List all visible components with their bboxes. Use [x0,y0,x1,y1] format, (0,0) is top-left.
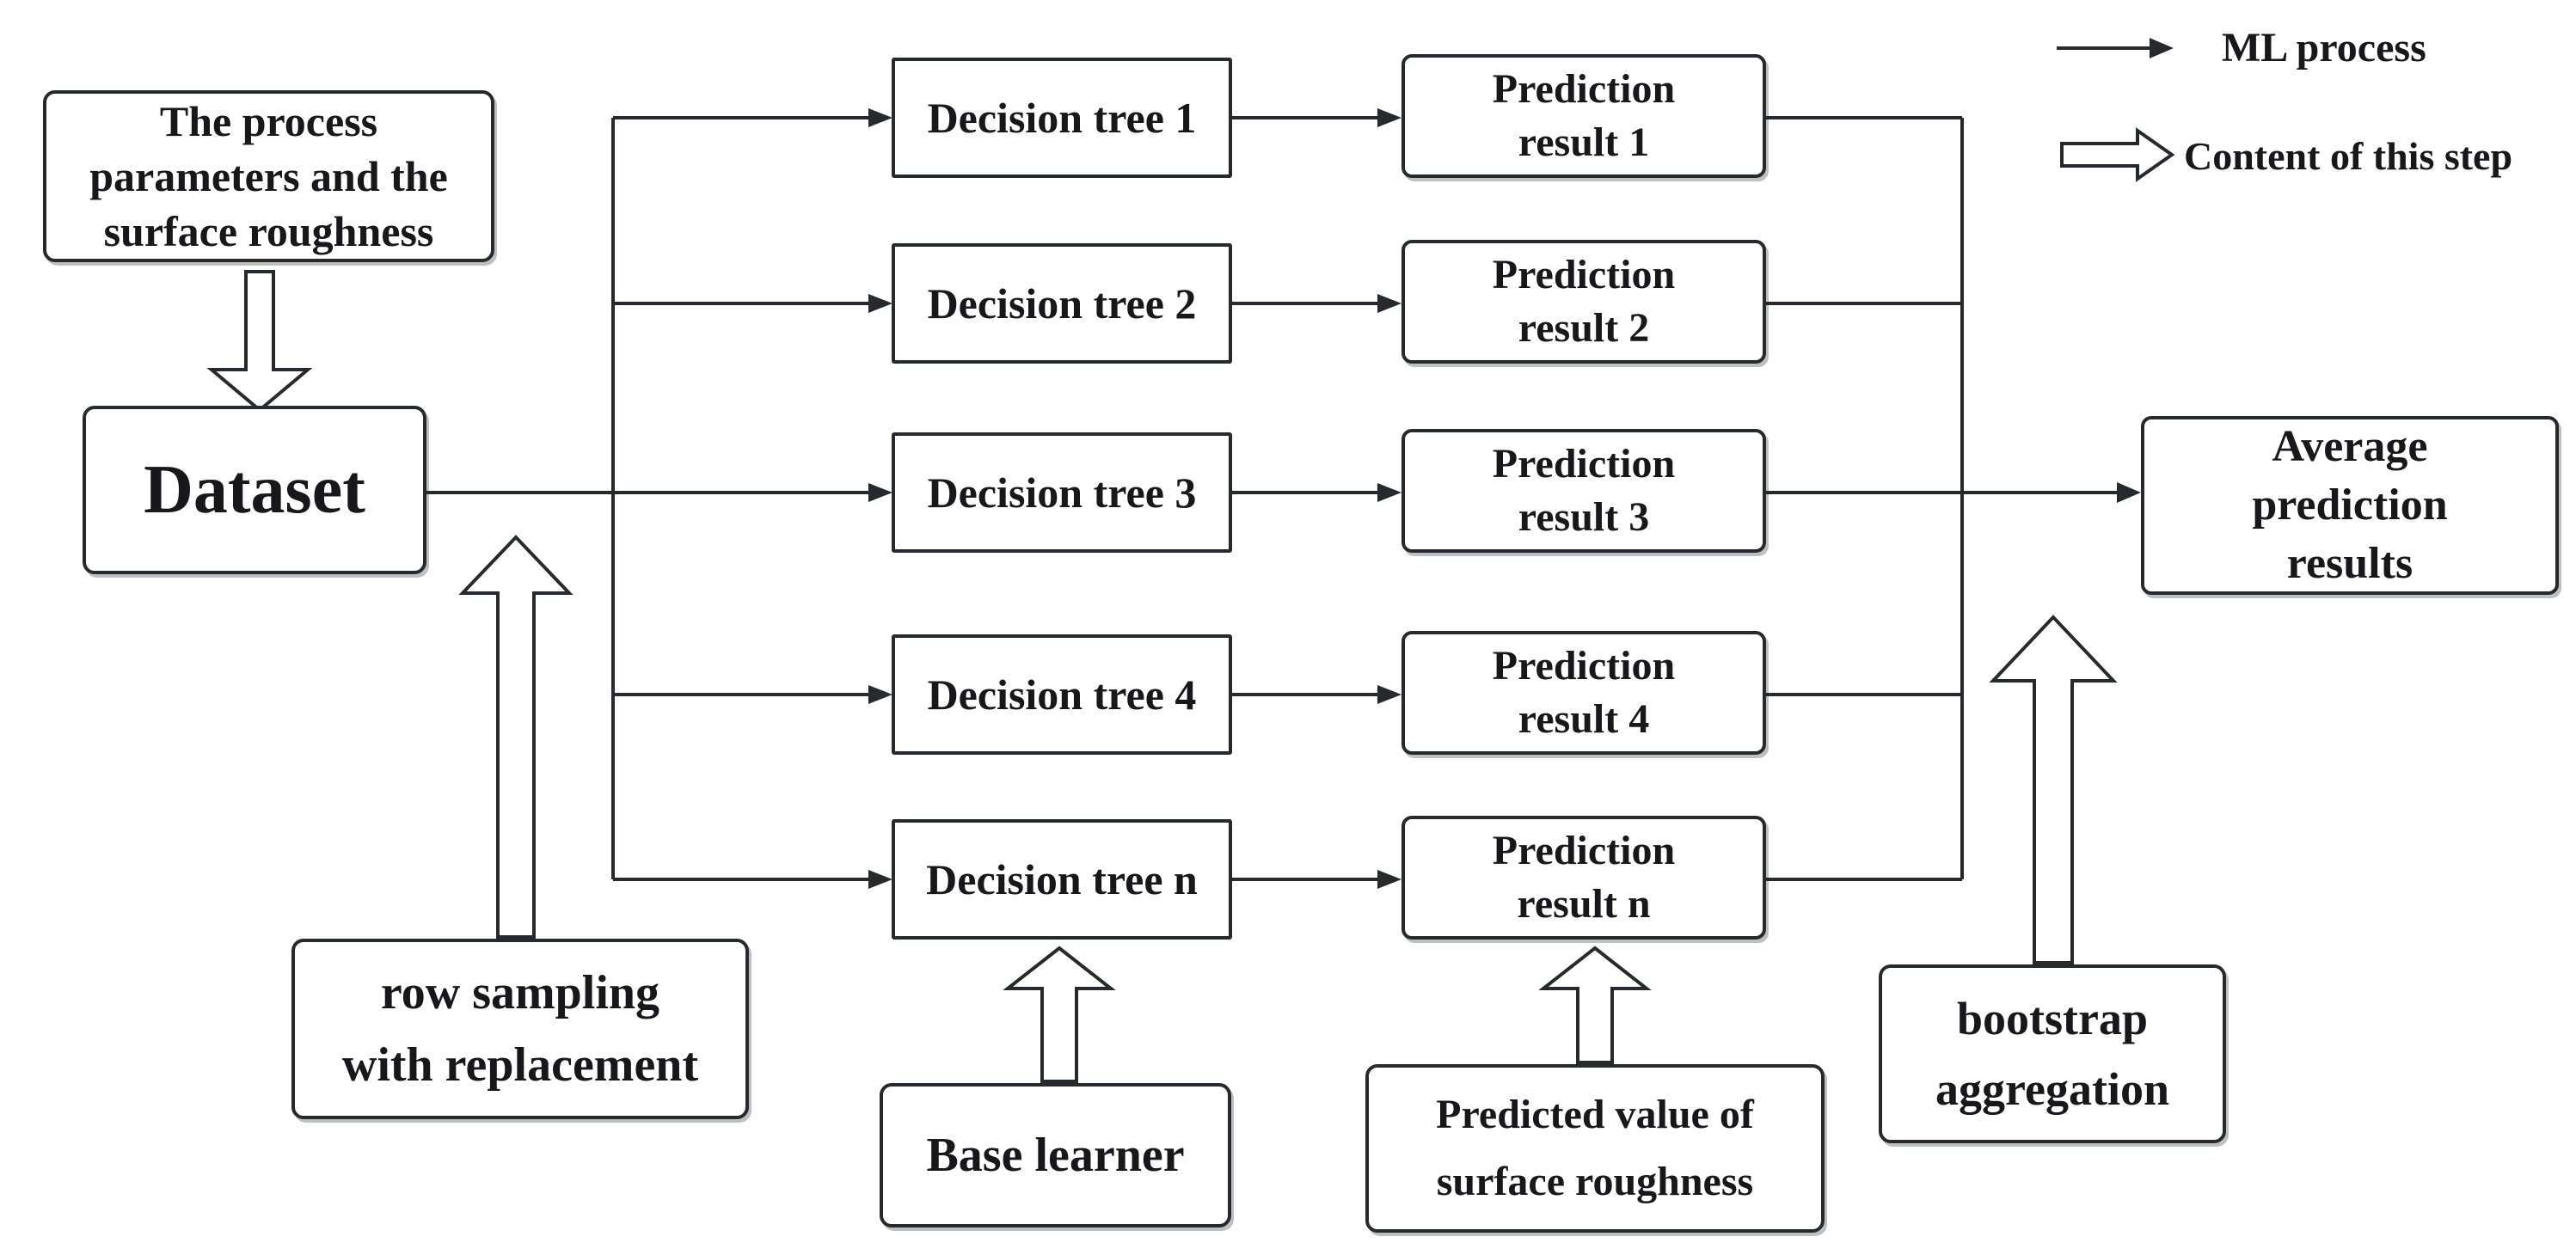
arrowhead-tree-2 [868,294,892,313]
node-average-prediction-results: Average prediction results [2141,416,2559,595]
node-decision-tree-n: Decision tree n [892,819,1232,940]
node-decision-tree-3: Decision tree 3 [892,432,1232,553]
arrowhead-tree-4 [868,685,892,704]
arrowhead-result-1 [1377,108,1401,127]
node-prediction-result-2: Prediction result 2 [1401,240,1766,364]
arrowhead-result-4 [1377,685,1401,704]
hollow-arrow-base-learner-icon [1003,946,1116,1083]
legend-ml-process-arrowhead [2150,38,2174,58]
legend-ml-process-label: ML process [2222,25,2426,70]
arrowhead-result-n [1377,870,1401,889]
node-decision-tree-1: Decision tree 1 [892,58,1232,178]
node-decision-tree-2: Decision tree 2 [892,243,1232,364]
arrowhead-tree-1 [868,108,892,127]
node-process-parameters: The process parameters and the surface r… [43,90,494,262]
arrowhead-tree-n [868,870,892,889]
arrowhead-tree-3 [868,483,892,502]
node-prediction-result-1: Prediction result 1 [1401,54,1766,178]
node-prediction-result-4: Prediction result 4 [1401,631,1766,755]
node-row-sampling: row sampling with replacement [291,939,749,1119]
hollow-arrow-predicted-value-icon [1538,946,1652,1064]
node-dataset: Dataset [83,406,426,574]
hollow-arrow-row-sampling-icon [458,535,573,939]
hollow-arrow-bootstrap-icon [1989,615,2118,964]
node-base-learner: Base learner [880,1083,1231,1227]
node-bootstrap-aggregation: bootstrap aggregation [1879,964,2226,1143]
hollow-arrow-params-to-dataset-icon [206,270,313,413]
node-prediction-result-n: Prediction result n [1401,816,1766,940]
legend-content-step-label: Content of this step [2184,134,2513,178]
legend-content-step-arrow-icon [2060,127,2175,182]
arrowhead-average [2117,482,2141,503]
arrowhead-result-3 [1377,483,1401,502]
node-decision-tree-4: Decision tree 4 [892,634,1232,755]
node-predicted-value: Predicted value of surface roughness [1365,1064,1825,1233]
arrowhead-result-2 [1377,294,1401,313]
node-prediction-result-3: Prediction result 3 [1401,429,1766,553]
